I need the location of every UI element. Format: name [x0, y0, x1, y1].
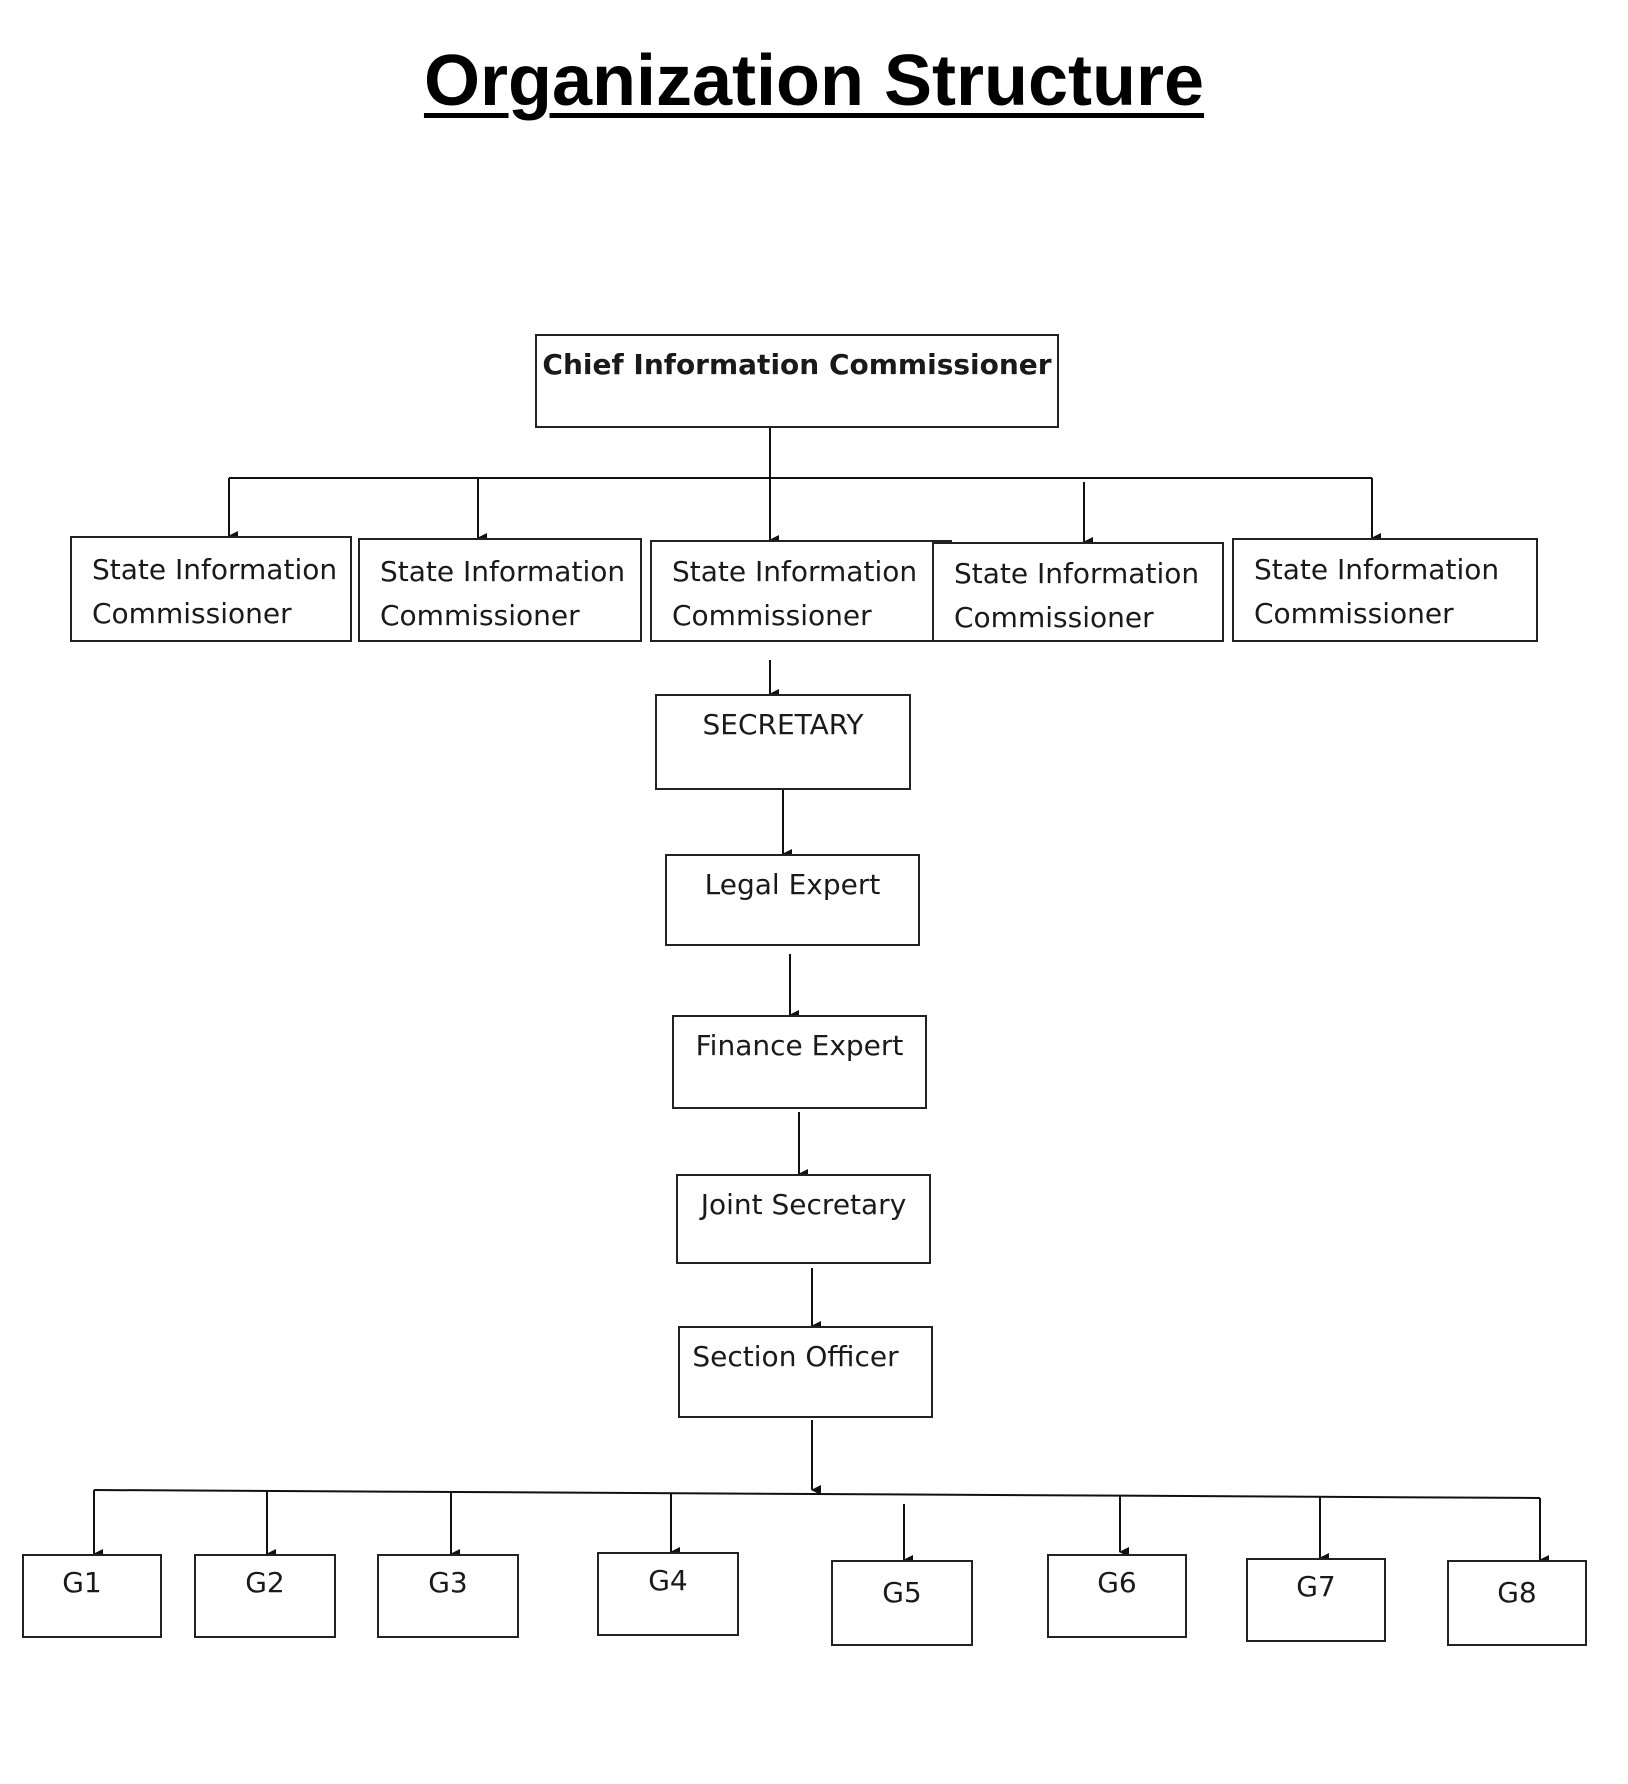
group-box-7: G7	[1246, 1558, 1386, 1642]
finance-expert-box: Finance Expert	[672, 1015, 927, 1109]
section-officer-label: Section Officer	[692, 1340, 899, 1373]
group-box-1: G1	[22, 1554, 162, 1638]
group-box-8: G8	[1447, 1560, 1587, 1646]
commissioner-box-5: State Information Commissioner	[1232, 538, 1538, 642]
commissioner-label-3: State Information Commissioner	[672, 555, 918, 632]
group-label-2: G2	[245, 1566, 285, 1599]
section-officer-box: Section Officer	[678, 1326, 933, 1418]
commissioner-label-5: State Information Commissioner	[1254, 553, 1500, 630]
commissioner-box-3: State Information Commissioner	[650, 540, 952, 642]
group-box-3: G3	[377, 1554, 519, 1638]
commissioner-label-1: State Information Commissioner	[92, 553, 338, 630]
page-title: Organization Structure	[423, 41, 1205, 121]
group-label-3: G3	[428, 1566, 468, 1599]
group-label-4: G4	[648, 1564, 688, 1597]
commissioner-label-4: State Information Commissioner	[954, 557, 1200, 634]
commissioner-label-2: State Information Commissioner	[380, 555, 626, 632]
commissioner-box-2: State Information Commissioner	[358, 538, 642, 642]
commissioner-box-1: State Information Commissioner	[70, 536, 352, 642]
secretary-box: SECRETARY	[655, 694, 911, 790]
secretary-label: SECRETARY	[702, 708, 864, 741]
group-label-8: G8	[1497, 1576, 1537, 1609]
group-label-7: G7	[1296, 1570, 1336, 1603]
chief-commissioner-label: Chief Information Commissioner	[542, 348, 1052, 381]
group-box-5: G5	[831, 1560, 973, 1646]
group-label-5: G5	[882, 1576, 922, 1609]
commissioner-box-4: State Information Commissioner	[932, 542, 1224, 642]
finance-expert-label: Finance Expert	[695, 1029, 904, 1062]
chief-commissioner-box: Chief Information Commissioner	[535, 334, 1059, 428]
connector-group-bus	[93, 1489, 1541, 1499]
group-box-2: G2	[194, 1554, 336, 1638]
group-label-1: G1	[62, 1566, 102, 1599]
joint-secretary-label: Joint Secretary	[700, 1188, 907, 1221]
group-box-4: G4	[597, 1552, 739, 1636]
group-label-6: G6	[1097, 1566, 1137, 1599]
joint-secretary-box: Joint Secretary	[676, 1174, 931, 1264]
legal-expert-label: Legal Expert	[704, 868, 881, 901]
legal-expert-box: Legal Expert	[665, 854, 920, 946]
group-box-6: G6	[1047, 1554, 1187, 1638]
